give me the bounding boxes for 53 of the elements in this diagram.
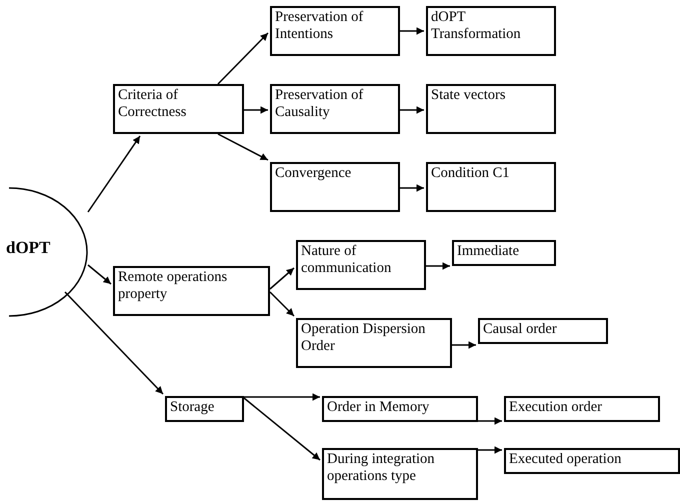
- node-label: Execution order: [509, 399, 604, 416]
- process-box: [296, 240, 426, 290]
- arrow: [400, 27, 424, 35]
- process-box: [270, 6, 400, 56]
- node-label: State vectors: [431, 87, 506, 104]
- process-box: [322, 448, 478, 500]
- arrow: [400, 184, 424, 192]
- arrow: [478, 417, 502, 425]
- semicircle-node: [8, 187, 88, 317]
- process-box: [426, 6, 556, 56]
- process-box: [270, 84, 400, 134]
- process-box: [504, 396, 660, 422]
- process-box: [165, 396, 244, 422]
- node-label: Preservation of Causality: [275, 87, 364, 121]
- arrow: [270, 267, 294, 290]
- node-label: Operation Dispersion Order: [301, 321, 426, 355]
- arrow: [87, 136, 141, 212]
- arrow: [88, 264, 112, 285]
- node-label: Preservation of Intentions: [275, 9, 364, 43]
- node-label: During integration operations type: [327, 451, 436, 485]
- arrow: [217, 32, 269, 85]
- process-box: [113, 266, 270, 316]
- process-box: [452, 240, 556, 266]
- arrow: [64, 291, 164, 395]
- process-box: [113, 84, 244, 134]
- node-label: Remote operations property: [118, 269, 228, 303]
- node-label: Convergence: [275, 165, 352, 182]
- process-box: [296, 318, 452, 368]
- process-box: [504, 448, 680, 474]
- process-box: [322, 396, 478, 422]
- node-label: dOPT: [6, 239, 50, 256]
- arrow: [452, 341, 476, 349]
- arrow: [244, 393, 320, 401]
- arrow: [400, 106, 424, 114]
- node-label: Storage: [170, 399, 216, 416]
- process-box: [426, 162, 556, 212]
- arrow: [218, 133, 268, 161]
- arrow: [426, 262, 450, 270]
- node-label: Immediate: [457, 243, 520, 260]
- node-label: Executed operation: [509, 451, 622, 468]
- process-box: [426, 84, 556, 134]
- process-box: [270, 162, 400, 212]
- arrow: [269, 291, 295, 317]
- node-label: Condition C1: [431, 165, 511, 182]
- node-label: Criteria of Correctness: [118, 87, 188, 121]
- arrow: [478, 446, 502, 454]
- node-label: dOPT Transformation: [431, 9, 522, 43]
- arrow: [244, 106, 268, 114]
- node-label: Causal order: [483, 321, 558, 338]
- node-label: Order in Memory: [327, 399, 430, 416]
- process-box: [478, 318, 608, 344]
- node-label: Nature of communication: [301, 243, 392, 277]
- arrow: [244, 397, 320, 461]
